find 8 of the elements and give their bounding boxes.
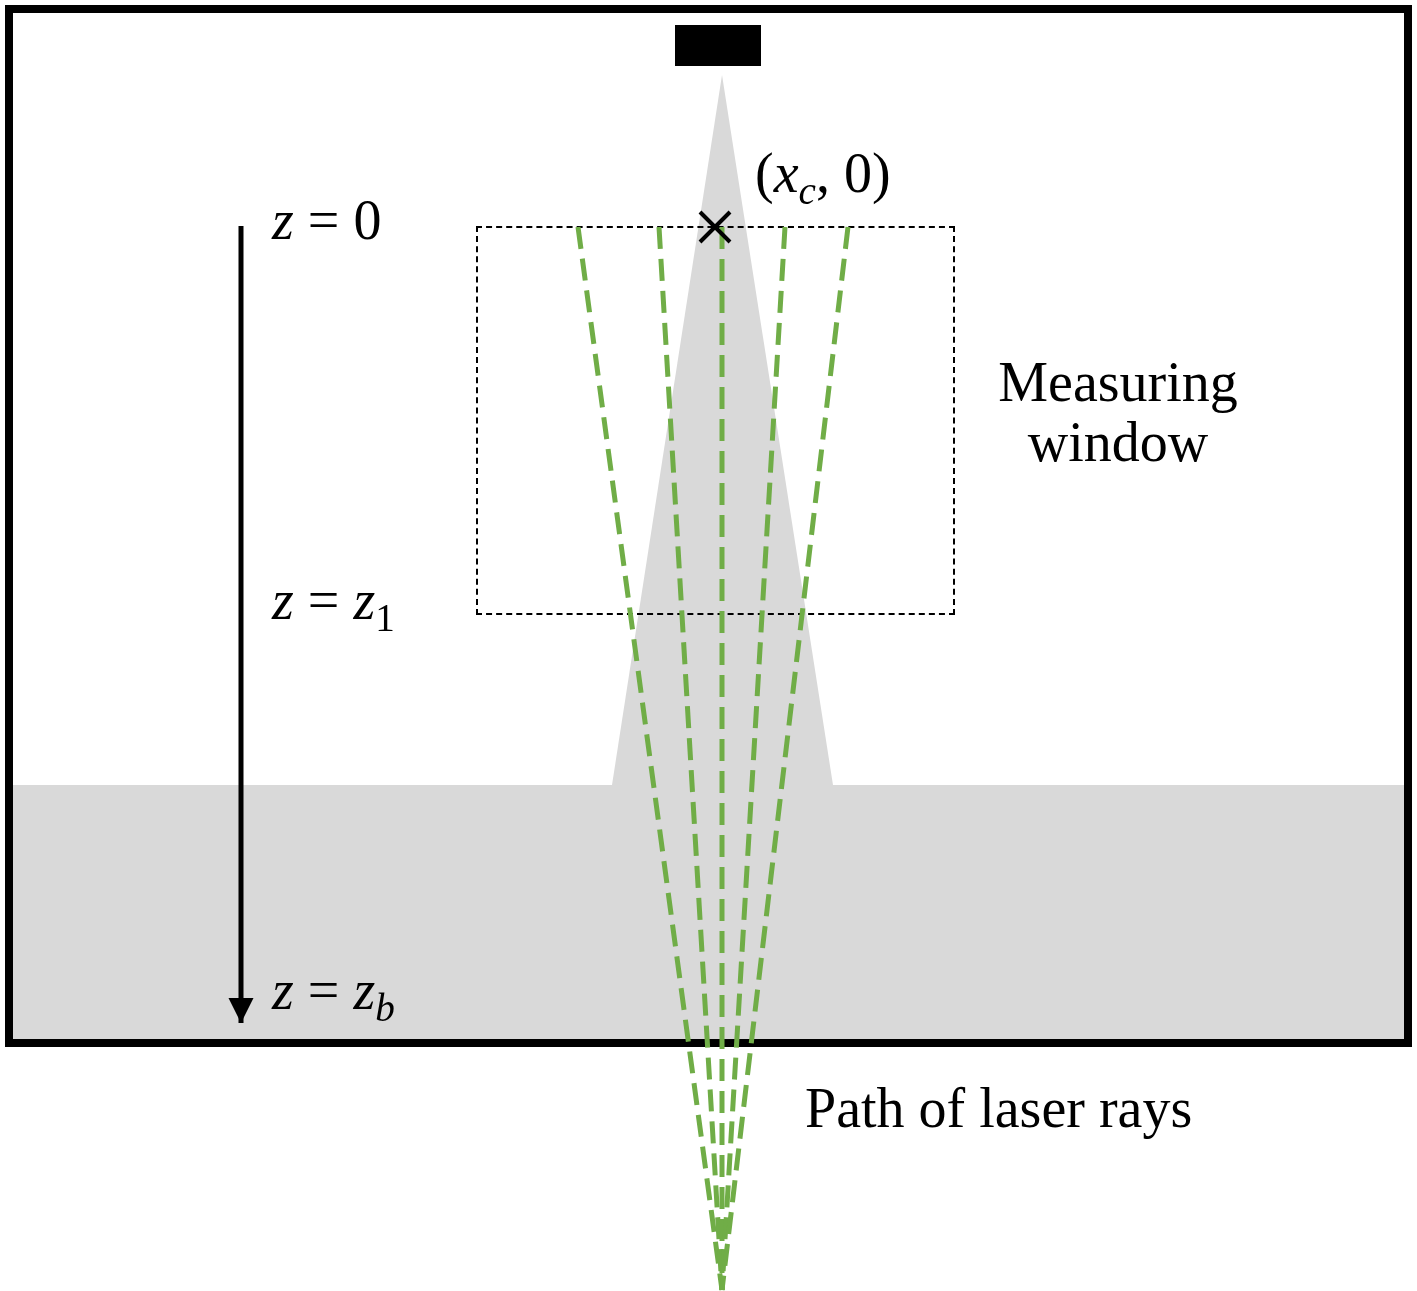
depth-label: z = z$_{b}$ bbox=[272, 962, 395, 1028]
coordinate-label: (x$_{c}$, 0) bbox=[755, 145, 891, 211]
window-label: Measuring window bbox=[997, 352, 1239, 473]
tank-outline bbox=[5, 5, 1412, 1047]
depth-label: z = z$_{1}$ bbox=[272, 572, 395, 638]
measuring-window bbox=[476, 226, 955, 615]
light-source bbox=[675, 25, 761, 66]
depth-label: z = 0 bbox=[272, 192, 382, 248]
